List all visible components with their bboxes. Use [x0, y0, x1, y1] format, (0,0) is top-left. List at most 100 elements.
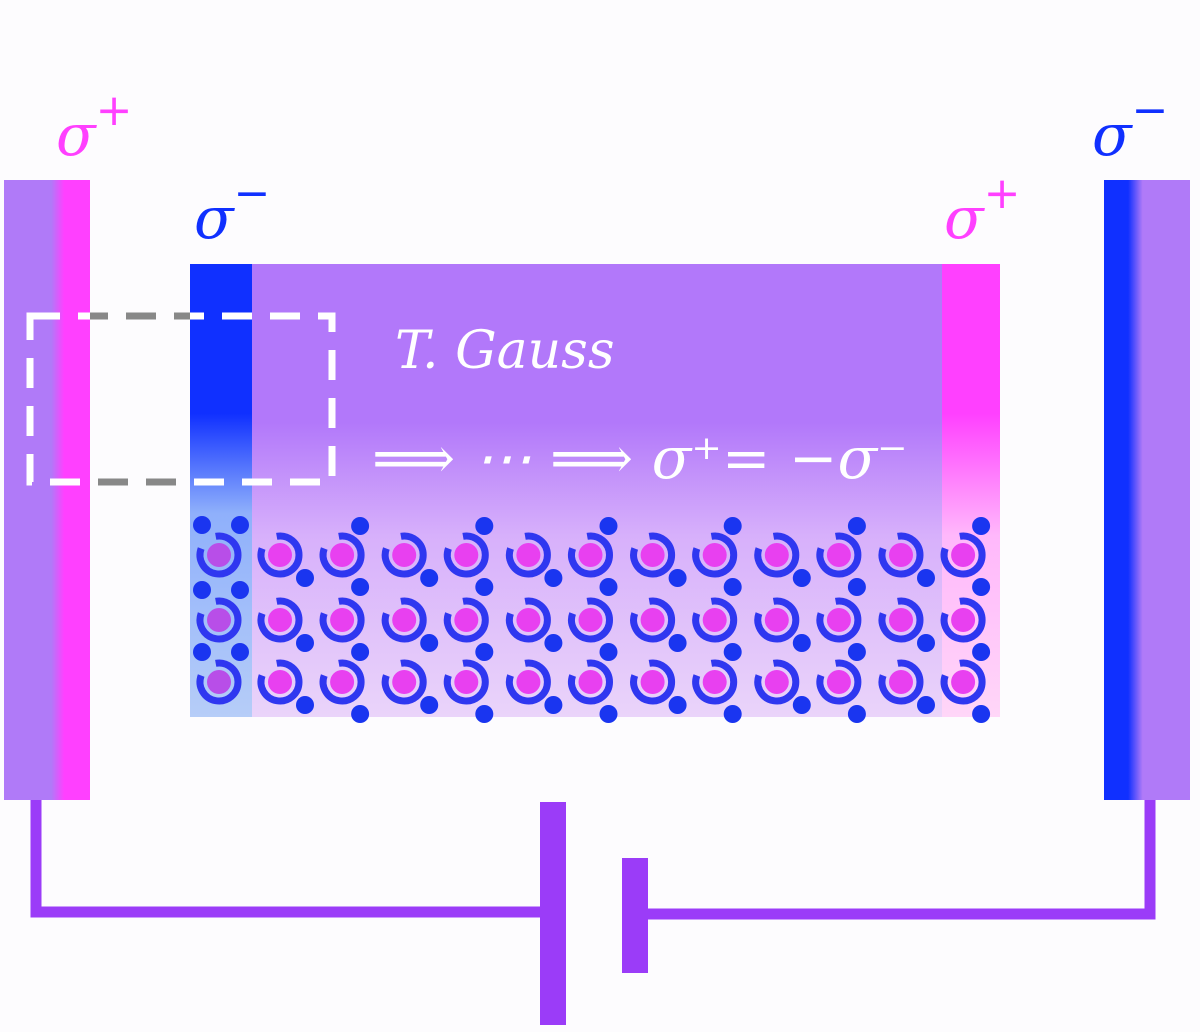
right-electrode [1104, 180, 1190, 800]
cation-dot [330, 670, 355, 694]
cation-dot [951, 670, 976, 694]
molecule-ring [443, 597, 489, 643]
molecule-ring [381, 659, 427, 705]
left-electrode [4, 180, 90, 800]
molecule-ring [443, 532, 489, 578]
anion-dot [351, 705, 370, 723]
battery-long-plate [540, 802, 566, 1025]
anion-dot [668, 634, 687, 652]
molecule-ring [754, 659, 800, 705]
cation-dot [268, 608, 292, 632]
battery-short-plate [622, 858, 648, 973]
anion-dot [544, 569, 563, 587]
molecule-ring [443, 659, 489, 705]
molecule-ring [816, 597, 862, 643]
cation-dot [516, 608, 541, 632]
anion-dot [723, 705, 742, 723]
left-electrode-charge-label: σ+ [56, 85, 132, 169]
anion-dot [792, 696, 811, 714]
cation-dot [826, 543, 851, 567]
anion-dot [351, 578, 370, 596]
molecule-ring [692, 532, 738, 578]
molecule-ring [505, 532, 551, 578]
anion-dot [792, 569, 811, 587]
cation-dot [578, 608, 603, 632]
cell-right-charge-label: σ+ [944, 168, 1020, 252]
cation-dot [207, 608, 231, 632]
molecule-ring [505, 597, 551, 643]
molecule-ring [878, 597, 924, 643]
cation-dot [516, 670, 541, 694]
molecule-ring [878, 532, 924, 578]
molecule-ring [196, 659, 242, 705]
cation-dot [702, 670, 727, 694]
anion-dot [599, 578, 618, 596]
anion-dot [296, 634, 314, 652]
molecule-ring [381, 597, 427, 643]
anion-dot [193, 581, 211, 599]
cation-dot [702, 608, 727, 632]
cation-dot [578, 670, 603, 694]
cation-dot [330, 608, 355, 632]
anion-dot [475, 643, 494, 661]
anion-dot [792, 634, 811, 652]
cation-dot [330, 543, 355, 567]
cation-dot [640, 670, 665, 694]
cation-dot [702, 543, 727, 567]
molecule-ring [816, 532, 862, 578]
anion-dot [847, 578, 866, 596]
anion-dot [475, 578, 494, 596]
cation-dot [764, 608, 789, 632]
anion-dot [475, 517, 494, 535]
anion-dot [917, 569, 935, 587]
molecule-ring [940, 659, 986, 705]
molecule-ring [319, 532, 365, 578]
cation-dot [889, 543, 913, 567]
molecule-ring [319, 597, 365, 643]
molecule-ring [196, 597, 242, 643]
cation-dot [392, 543, 417, 567]
anion-dot [296, 569, 314, 587]
molecule-ring [878, 659, 924, 705]
anion-dot [544, 634, 563, 652]
molecule-ring [319, 659, 365, 705]
molecule-ring [692, 659, 738, 705]
molecule-ring [754, 532, 800, 578]
cation-dot [207, 670, 231, 694]
charge-equation: ⟹ ⋯ ⟹ σ⁺= −σ⁻ [372, 424, 908, 492]
cation-dot [516, 543, 541, 567]
molecule-ring [630, 532, 676, 578]
anion-dot [599, 517, 618, 535]
anion-dot [599, 705, 618, 723]
molecule-ring [257, 532, 303, 578]
anion-dot [847, 517, 866, 535]
anion-dot [972, 578, 991, 596]
cell-left-charge-label: σ− [194, 168, 270, 252]
anion-dot [296, 696, 314, 714]
anion-dot [351, 517, 370, 535]
positive-layer [942, 264, 1000, 717]
cation-dot [640, 543, 665, 567]
cation-dot [826, 608, 851, 632]
molecule-ring [816, 659, 862, 705]
anion-dot [231, 643, 249, 661]
anion-dot [599, 643, 618, 661]
right-electrode-charge-label: σ− [1092, 85, 1168, 169]
anion-dot [544, 696, 563, 714]
cation-dot [454, 670, 479, 694]
anion-dot [917, 634, 935, 652]
molecule-ring [940, 597, 986, 643]
molecule-ring [196, 532, 242, 578]
anion-dot [723, 517, 742, 535]
cation-dot [454, 608, 479, 632]
cation-dot [207, 543, 231, 567]
left-wire [30, 800, 545, 918]
molecule-ring [754, 597, 800, 643]
cation-dot [889, 670, 913, 694]
anion-dot [723, 643, 742, 661]
anion-dot [847, 705, 866, 723]
anion-dot [668, 569, 687, 587]
cation-dot [392, 608, 417, 632]
